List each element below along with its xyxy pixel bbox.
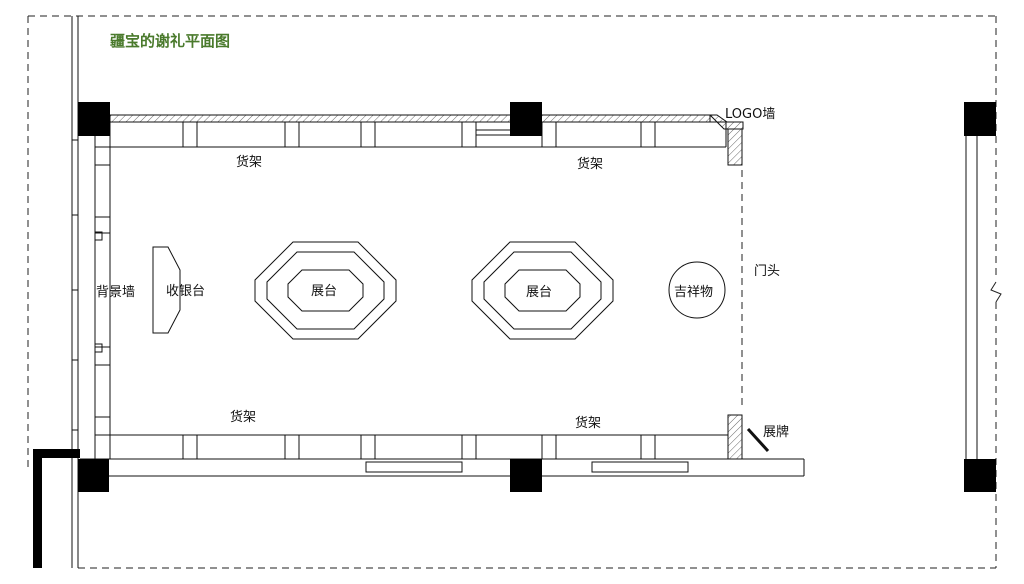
- top-wall: [94, 114, 744, 166]
- corner-wall: [33, 449, 80, 568]
- label-logo-wall: LOGO墙: [725, 107, 775, 122]
- label-display-sign: 展牌: [763, 424, 789, 440]
- label-display-left: 展台: [311, 284, 337, 299]
- display-table-left: [254, 241, 397, 340]
- label-shelf-bottom-left: 货架: [230, 409, 256, 425]
- bottom-shelf-dividers: [109, 435, 656, 459]
- label-door-head: 门头: [754, 264, 780, 279]
- column: [964, 459, 996, 492]
- label-mascot: 吉祥物: [674, 285, 713, 300]
- display-table-right: [471, 241, 614, 340]
- bottom-wall: [80, 434, 805, 477]
- label-shelf-bottom-right: 货架: [575, 415, 601, 431]
- cashier-counter: [152, 246, 181, 334]
- label-display-right: 展台: [526, 285, 552, 300]
- plan-title: 疆宝的谢礼平面图: [110, 32, 230, 50]
- sign-wall-hatch: [727, 414, 743, 460]
- columns: [78, 102, 996, 492]
- label-background-wall: 背景墙: [96, 285, 135, 300]
- top-shelf-dividers: [109, 122, 656, 147]
- label-shelf-top-right: 货架: [577, 156, 603, 172]
- left-wall: [71, 16, 79, 568]
- back-wall: [94, 147, 111, 435]
- mascot-circle: [668, 261, 726, 319]
- column: [510, 102, 542, 136]
- column: [510, 459, 542, 492]
- label-shelf-top-left: 货架: [236, 154, 262, 170]
- display-sign-board: [746, 427, 770, 453]
- outer-boundary: [27, 15, 997, 569]
- break-mark: [990, 281, 1002, 303]
- column: [78, 102, 110, 136]
- label-cashier: 收银台: [166, 284, 205, 299]
- column: [964, 102, 996, 136]
- right-wall: [965, 102, 978, 492]
- column: [78, 459, 109, 492]
